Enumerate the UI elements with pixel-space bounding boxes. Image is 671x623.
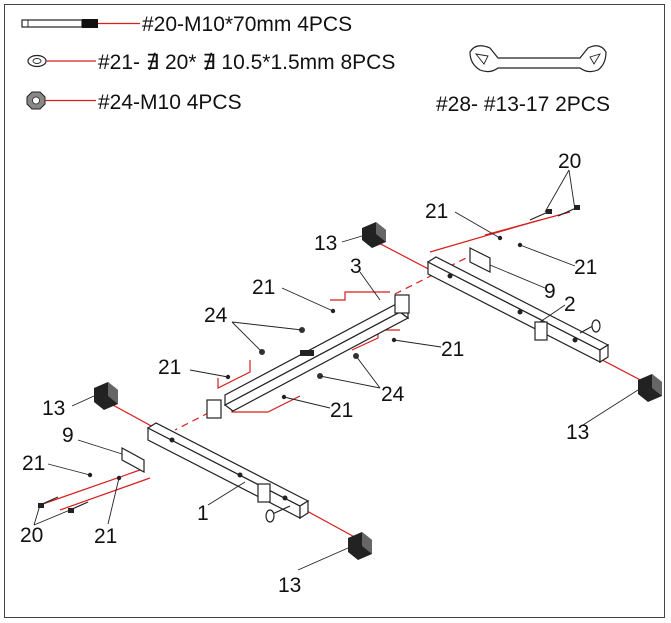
label-21-f: 21 <box>330 399 353 422</box>
bolt-spec-label: #20-M10*70mm 4PCS <box>142 13 352 36</box>
nut-spec-label: #24-M10 4PCS <box>98 91 242 114</box>
wrench-spec-label: #28- #13-17 2PCS <box>436 93 610 116</box>
label-21-d: 21 <box>158 356 181 379</box>
label-24-b: 24 <box>381 383 405 406</box>
label-21-h: 21 <box>94 525 117 548</box>
label-3: 3 <box>350 255 362 278</box>
label-9-b: 9 <box>62 424 74 447</box>
label-13-d: 13 <box>278 574 301 597</box>
part-9-plate-left <box>121 446 145 474</box>
nut-icon <box>26 91 96 110</box>
label-13-b: 13 <box>566 421 589 444</box>
end-cap-13-right <box>638 374 662 402</box>
label-21-g: 21 <box>22 452 45 475</box>
wrench-icon <box>469 45 607 73</box>
label-13-a: 13 <box>314 232 337 255</box>
label-13-c: 13 <box>42 397 65 420</box>
label-2: 2 <box>564 293 576 316</box>
washer-icon <box>27 54 96 68</box>
end-cap-13-left <box>94 382 118 410</box>
part-3-center-tube <box>206 294 410 419</box>
bolt-icon <box>21 19 140 28</box>
part-2-rail <box>426 256 610 364</box>
washer-spec-label: #21- ∄ 20* ∄ 10.5*1.5mm 8PCS <box>98 51 395 74</box>
leader-lines <box>33 169 639 571</box>
label-1: 1 <box>197 502 209 525</box>
label-24-a: 24 <box>204 304 228 327</box>
label-21-a: 21 <box>425 200 448 223</box>
label-21-b: 21 <box>574 256 597 279</box>
label-20-top: 20 <box>558 150 581 173</box>
label-21-c: 21 <box>252 276 275 299</box>
bolt-20-bottom-pair <box>38 496 89 513</box>
part-1-rail <box>146 422 310 523</box>
label-20-bottom: 20 <box>20 524 43 547</box>
part-9-plate-right <box>469 247 491 273</box>
label-21-e: 21 <box>441 338 464 361</box>
end-cap-13-top <box>362 222 386 248</box>
bolt-20-top-pair <box>529 205 580 221</box>
label-9-a: 9 <box>544 280 556 303</box>
assembly-axis-lines <box>39 211 651 541</box>
end-cap-13-bottom <box>348 532 372 560</box>
